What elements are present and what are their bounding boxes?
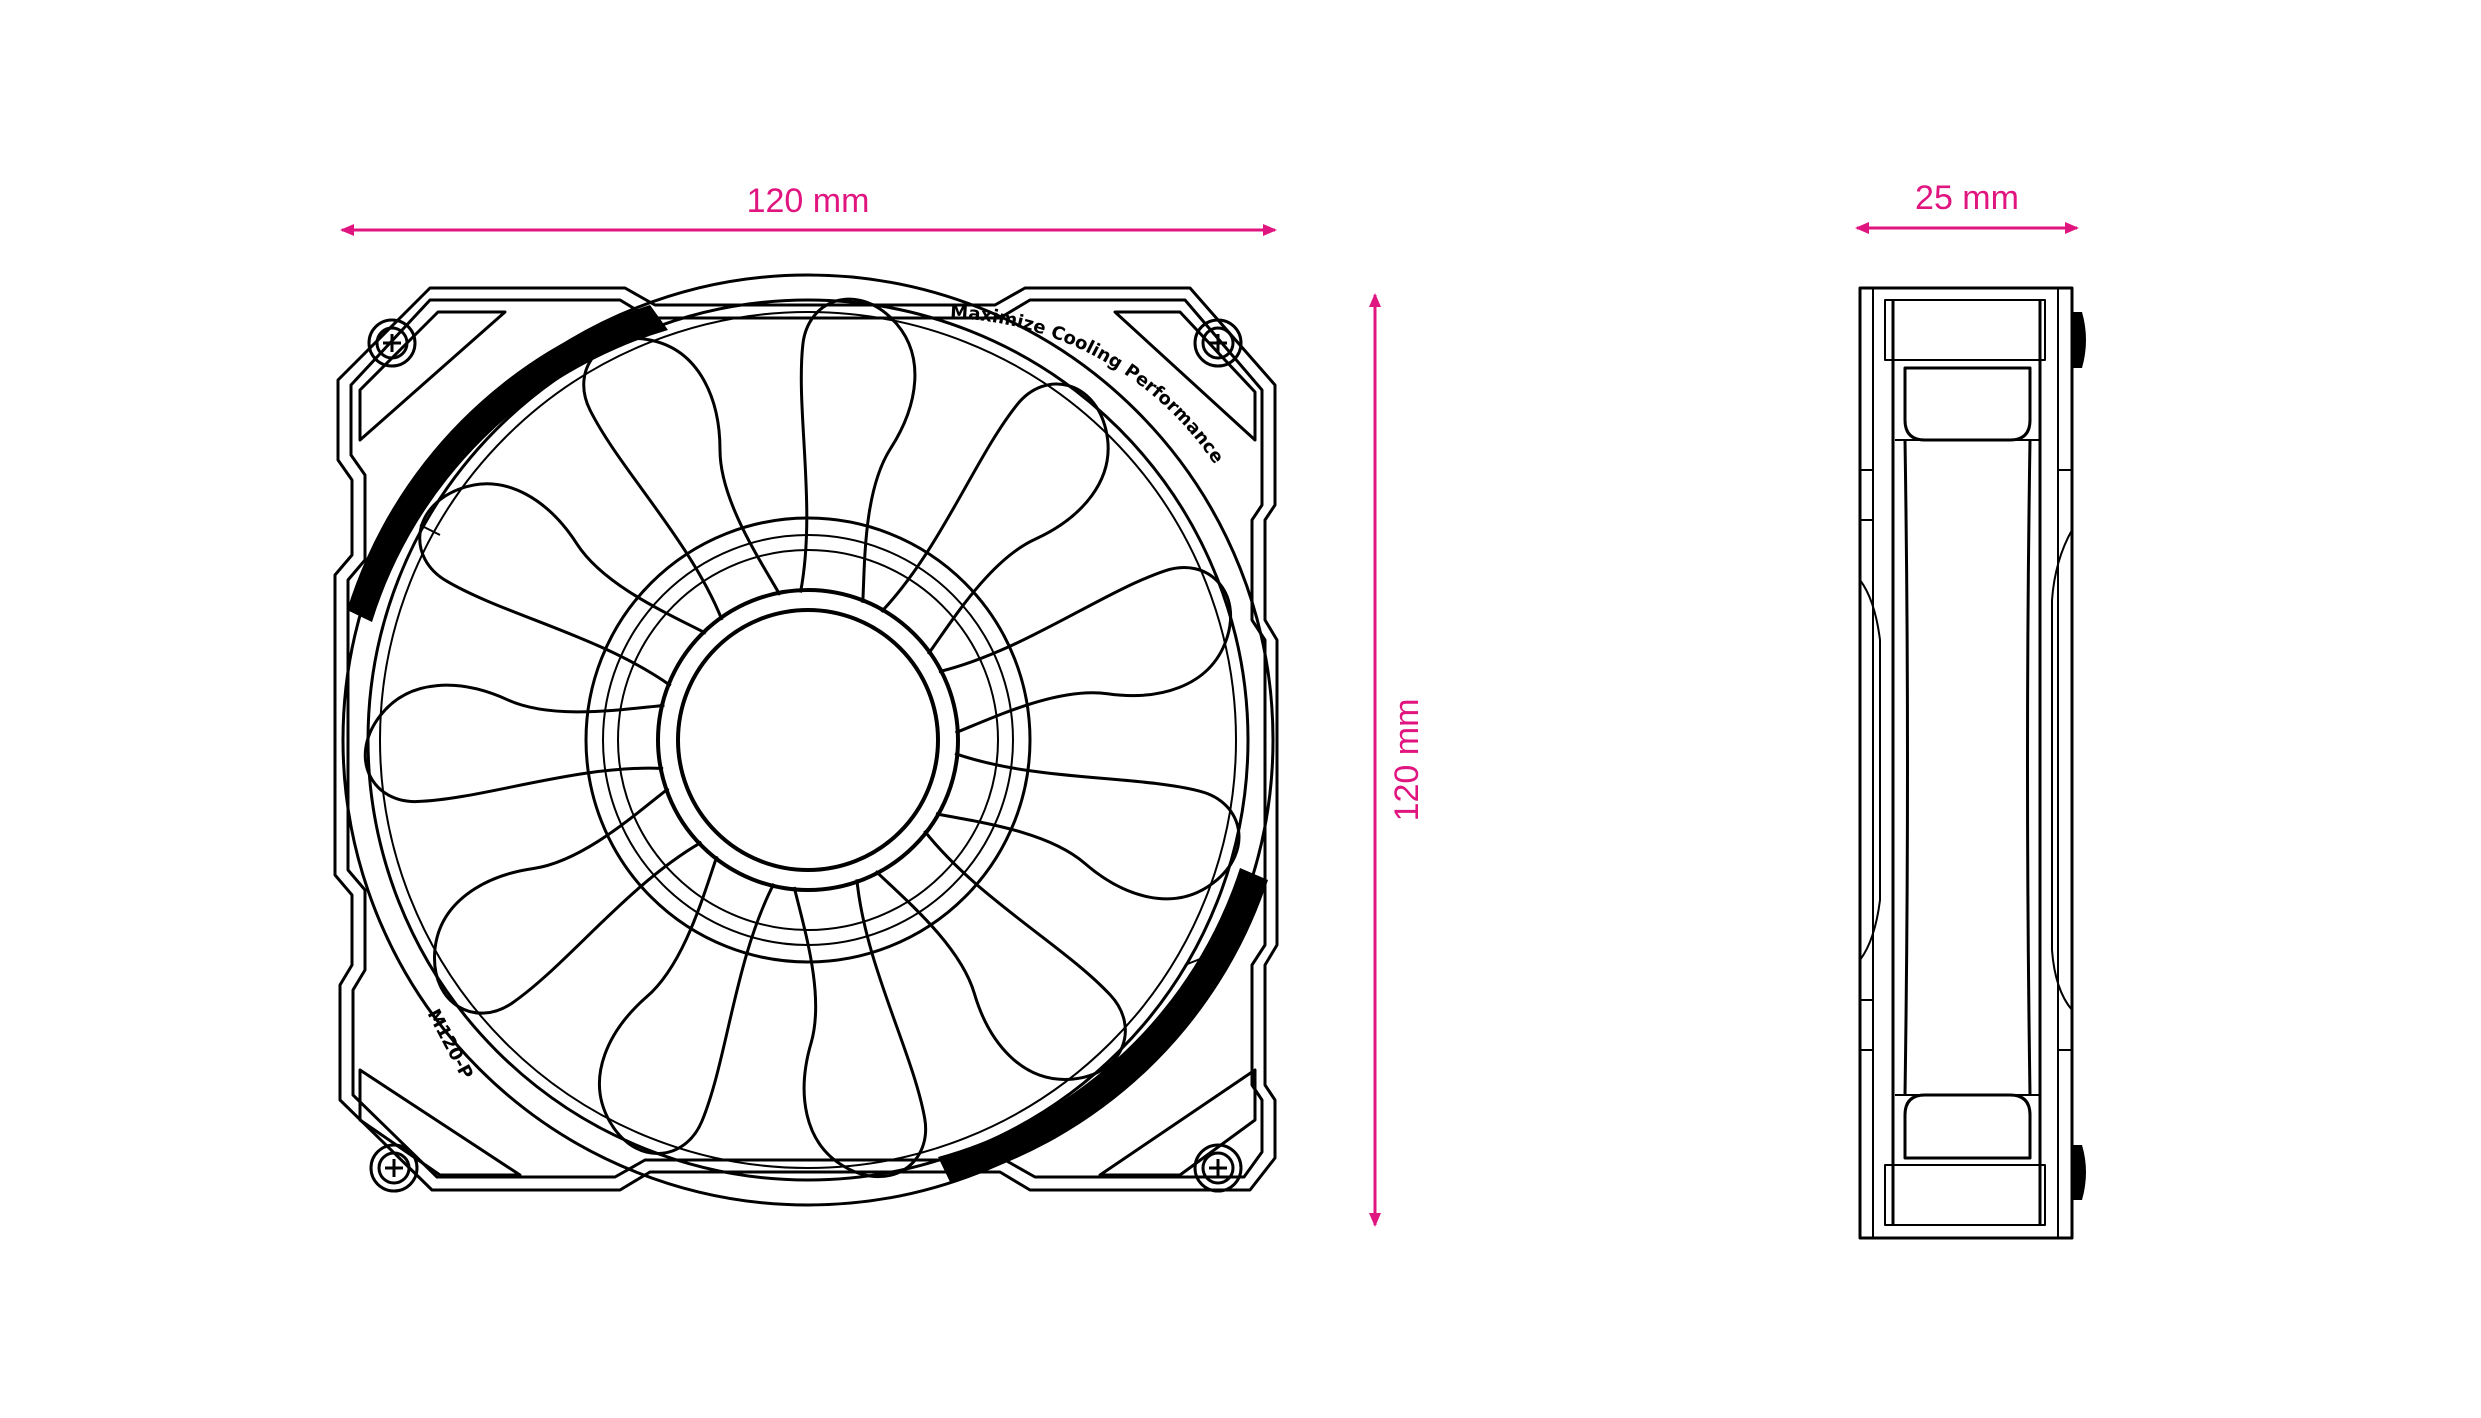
side-blade-profile-right bbox=[2051, 529, 2073, 1011]
fan-blade bbox=[598, 855, 776, 1155]
mount-tab-top-left bbox=[358, 310, 507, 442]
venturi-ring-blade-edge bbox=[379, 311, 1237, 1169]
fan-blade bbox=[798, 297, 917, 603]
frame-strut bbox=[1184, 954, 1211, 966]
mount-tab-bottom-left bbox=[358, 1068, 522, 1177]
side-top-band bbox=[1884, 299, 2046, 361]
mount-tab-bottom-right bbox=[1098, 1068, 1257, 1177]
screw-top-right bbox=[1193, 318, 1243, 368]
mount-tab-top-right bbox=[1113, 310, 1257, 442]
hub-outer bbox=[656, 588, 960, 892]
side-top-recess bbox=[1903, 366, 2032, 442]
screw-top-left bbox=[367, 318, 417, 368]
fan-blade bbox=[418, 482, 707, 687]
side-screw-bottom bbox=[2072, 1145, 2086, 1200]
screw-bottom-right bbox=[1193, 1143, 1243, 1193]
frame-strut bbox=[419, 524, 441, 536]
depth-dimension-label: 25 mm bbox=[1915, 179, 2019, 217]
side-bottom-recess bbox=[1903, 1093, 2032, 1160]
fan-blade bbox=[935, 752, 1241, 901]
model-label: M120-P bbox=[423, 1006, 477, 1083]
fan-blade bbox=[582, 337, 782, 621]
fan-blade bbox=[433, 787, 703, 1015]
side-bottom-band bbox=[1884, 1164, 2046, 1226]
venturi-ring-inner bbox=[366, 298, 1250, 1182]
stator-ring-outer bbox=[584, 516, 1032, 964]
fan-front-view bbox=[333, 273, 1279, 1207]
fan-blade bbox=[880, 382, 1110, 656]
side-blade-profile-left bbox=[1859, 579, 1881, 961]
width-dimension: 120 mm bbox=[340, 182, 1277, 236]
stator-ring-mid bbox=[602, 534, 1014, 946]
fan-blade bbox=[363, 683, 665, 804]
width-dimension-label: 120 mm bbox=[747, 182, 870, 220]
screw-bottom-left bbox=[369, 1143, 419, 1193]
stator-ring-inner bbox=[617, 549, 999, 931]
height-dimension: 120 mm bbox=[1369, 293, 1426, 1227]
fan-blade bbox=[874, 829, 1127, 1081]
venturi-ring-outer bbox=[341, 273, 1275, 1207]
side-screw-top bbox=[2072, 312, 2086, 368]
fan-blades bbox=[363, 297, 1241, 1179]
fan-blade bbox=[938, 566, 1233, 735]
ring-accent-band-left bbox=[347, 305, 668, 622]
fan-blade bbox=[792, 879, 928, 1179]
ring-accent-band-right bbox=[938, 868, 1268, 1182]
height-dimension-label: 120 mm bbox=[1388, 699, 1426, 822]
hub-cap bbox=[676, 608, 940, 872]
depth-dimension: 25 mm bbox=[1855, 179, 2079, 234]
fan-side-view bbox=[1858, 286, 2086, 1240]
side-hub-profile bbox=[1903, 439, 2032, 1096]
side-frame-outline bbox=[1858, 286, 2074, 1240]
